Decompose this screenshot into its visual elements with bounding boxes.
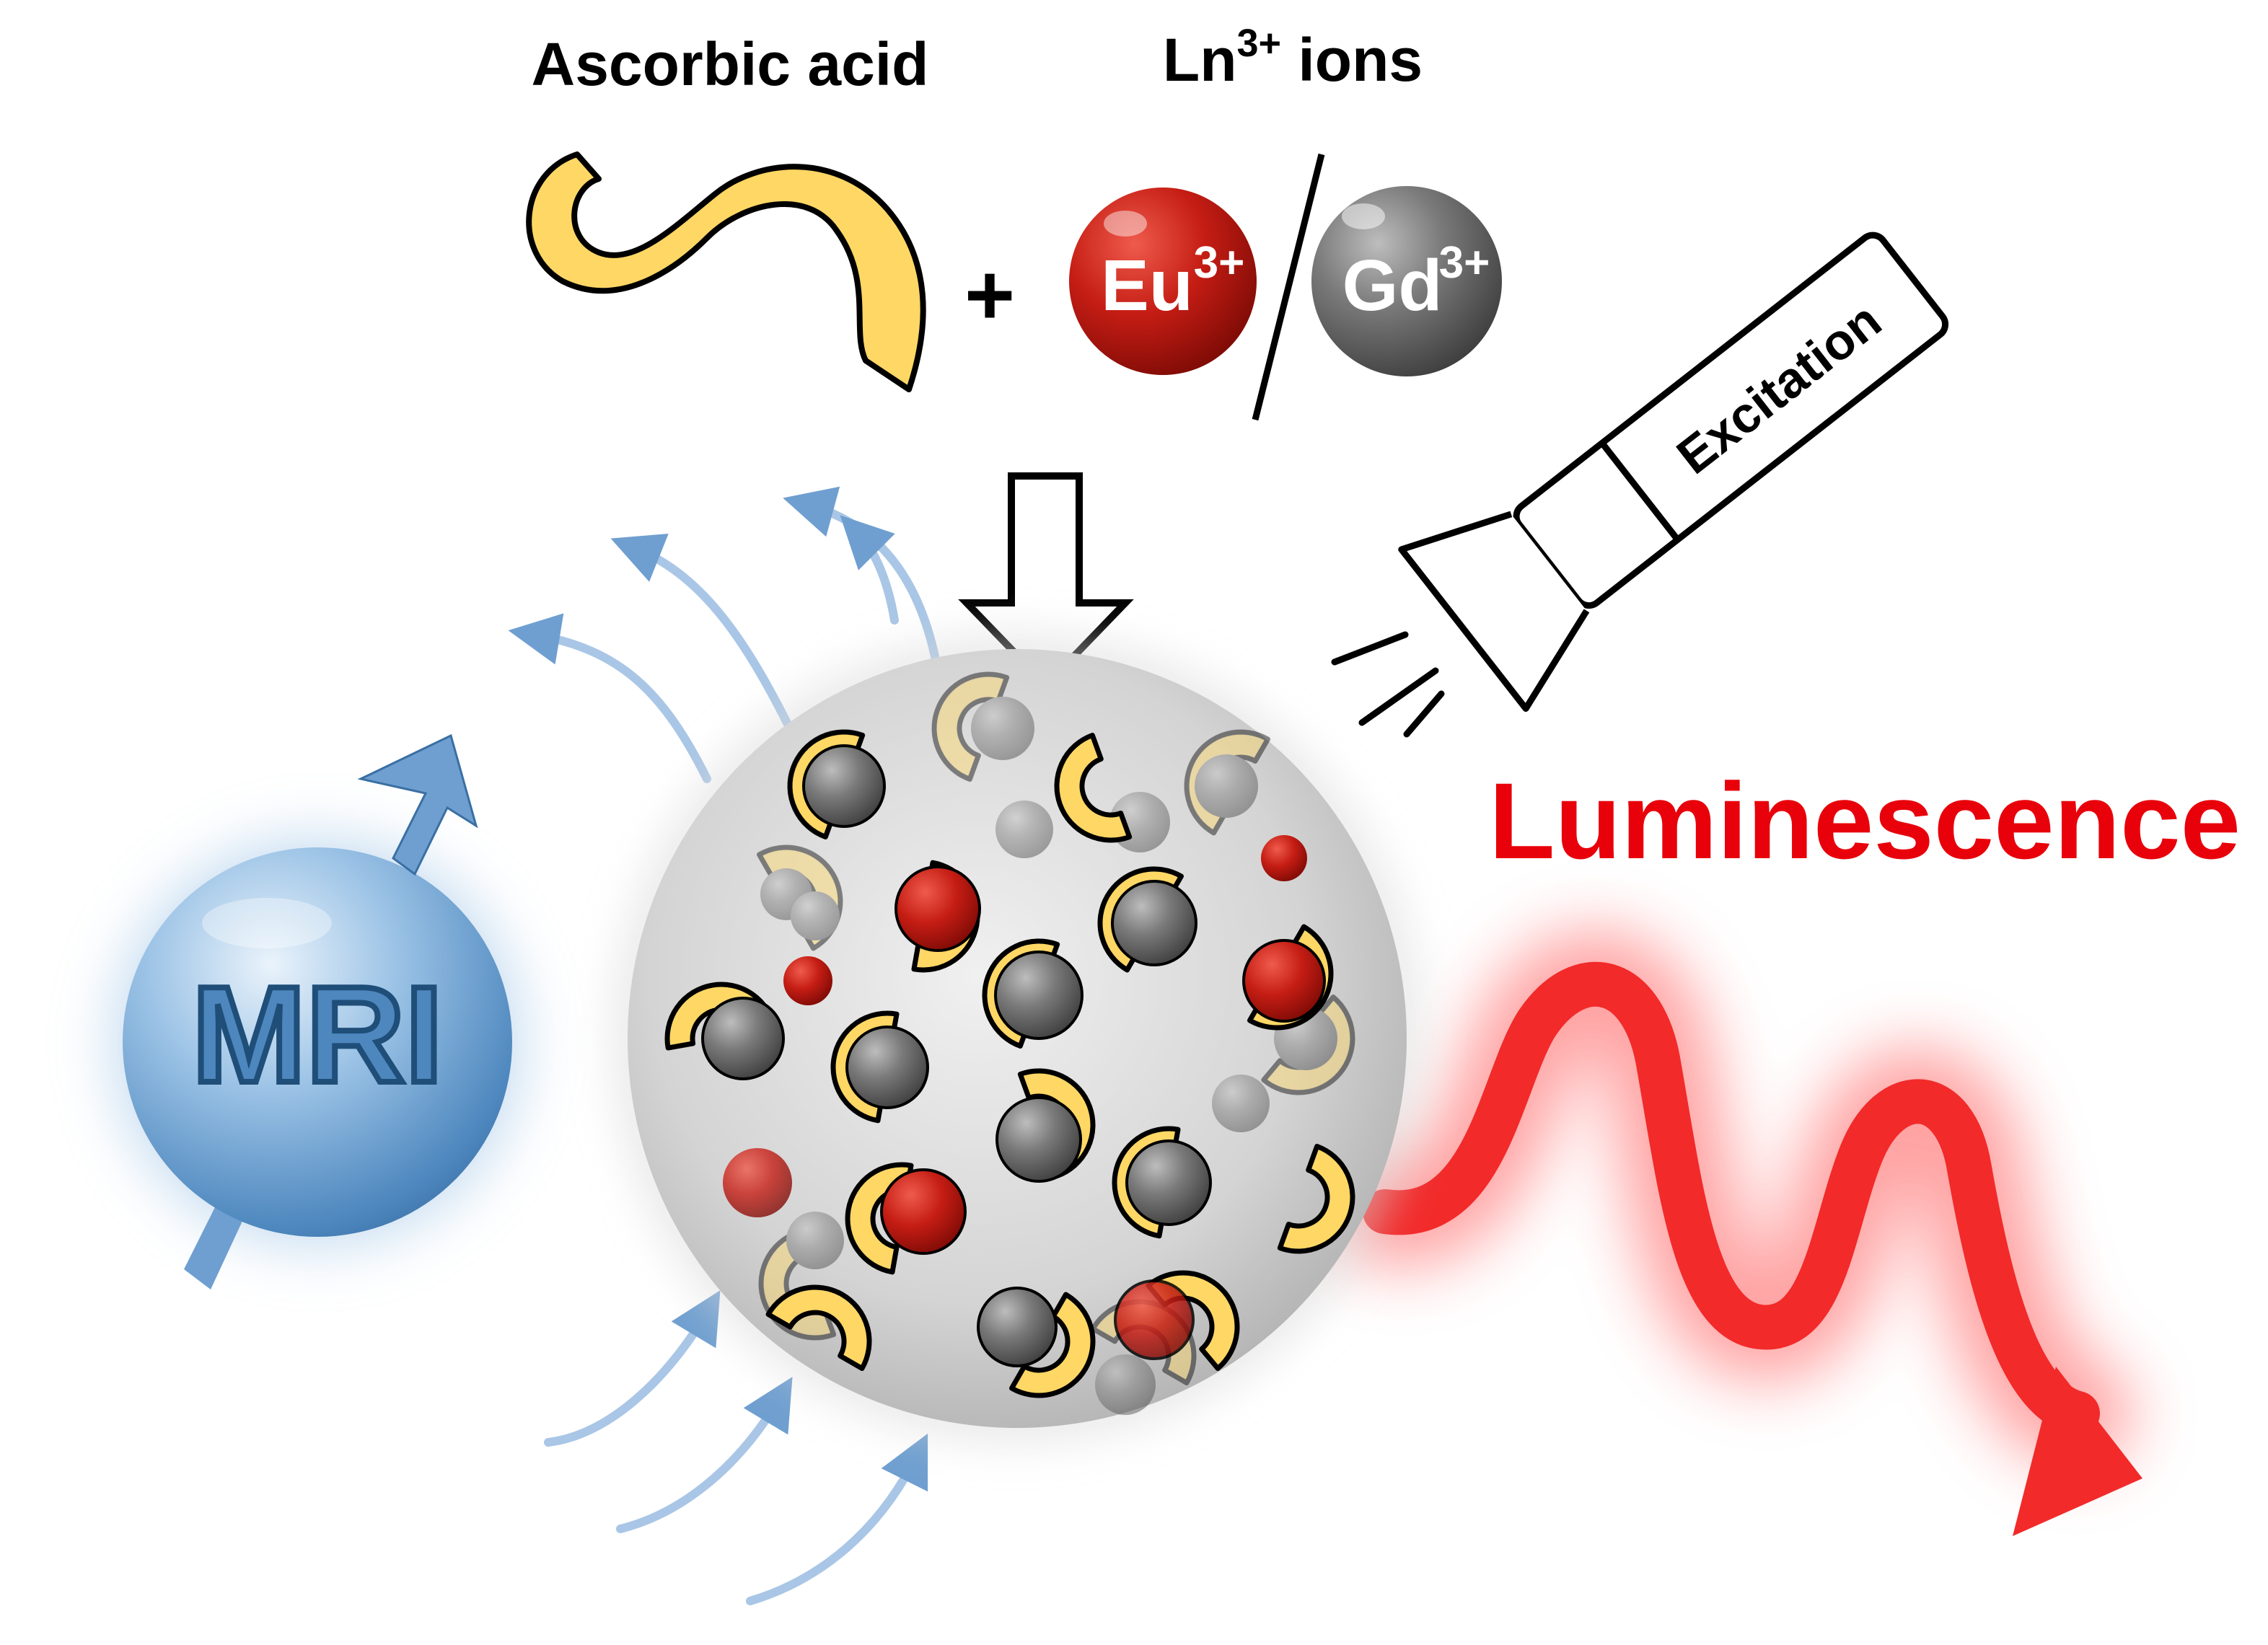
nanoparticle-sphere bbox=[610, 631, 1425, 1446]
ascorbic-acid-molecule-icon bbox=[526, 151, 926, 392]
mri-label: MRI bbox=[192, 958, 443, 1111]
gd-ion-charge: 3+ bbox=[1439, 238, 1490, 288]
gd-ion-cluster bbox=[701, 744, 1212, 1367]
eu-ion-charge: 3+ bbox=[1194, 238, 1245, 288]
slash-divider bbox=[1252, 153, 1325, 421]
eu-ion-cluster bbox=[880, 865, 1326, 1360]
magnetic-field-lines bbox=[508, 486, 942, 1605]
eu-ion-symbol: Eu bbox=[1101, 245, 1193, 326]
gd-ion-icon: Gd 3+ bbox=[1311, 186, 1502, 376]
emission-wave-icon bbox=[1331, 930, 2142, 1536]
luminescence-label: Luminescence bbox=[1489, 760, 2241, 881]
mri-spin-icon: MRI bbox=[79, 733, 555, 1289]
light-rays-icon bbox=[1331, 631, 1445, 738]
eu-ion-icon: Eu 3+ bbox=[1069, 188, 1257, 375]
ln-ions-label: Ln3+ ions bbox=[1163, 22, 1423, 94]
ascorbic-acid-label: Ascorbic acid bbox=[532, 30, 929, 98]
plus-sign: + bbox=[964, 247, 1015, 343]
gd-ion-symbol: Gd bbox=[1342, 245, 1443, 326]
